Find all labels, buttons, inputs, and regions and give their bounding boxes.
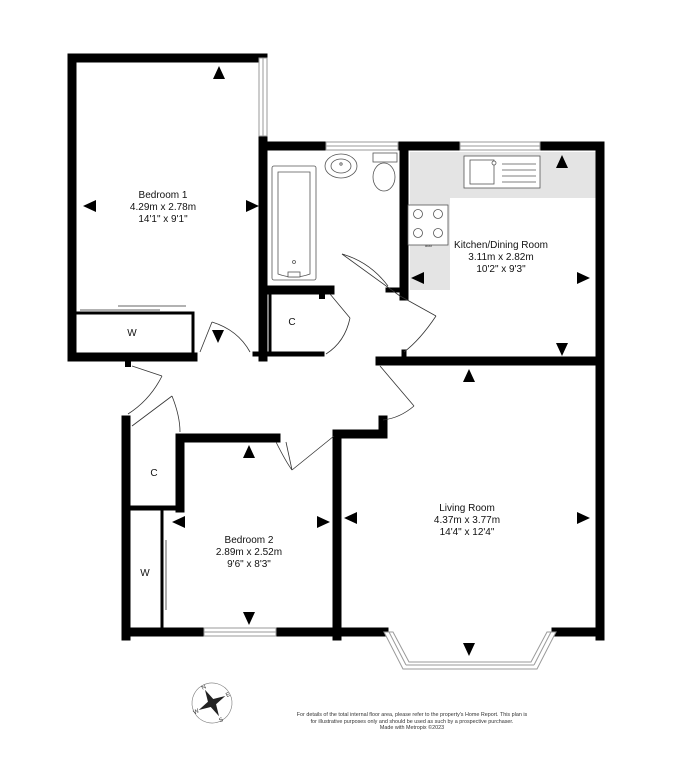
bathroom-fixtures [271, 152, 398, 281]
marker-kitchen-top [556, 155, 568, 168]
marker-living-left [344, 512, 357, 524]
cupboard-label-lower: C [150, 468, 157, 479]
room-metric: 3.11m x 2.82m [468, 252, 533, 263]
kitchen-floor-area [410, 152, 596, 290]
toilet-bowl [372, 162, 396, 192]
marker-living-top [463, 369, 475, 382]
room-name: Living Room [439, 503, 495, 514]
windows [203, 57, 557, 670]
marker-bedroom2-left [172, 516, 185, 528]
marker-living-right [577, 512, 590, 524]
hob-controls-label: ooo [425, 243, 432, 248]
disclaimer-line-1: For details of the total internal floor … [296, 712, 528, 718]
marker-bedroom1-left [83, 200, 96, 212]
room-imperial: 14'4" x 12'4" [440, 527, 495, 538]
room-metric: 4.37m x 3.77m [434, 515, 500, 526]
wardrobe-label-bedroom1: W [127, 328, 137, 339]
room-imperial: 9'6" x 8'3" [227, 559, 271, 570]
room-name: Kitchen/Dining Room [454, 240, 548, 251]
hob [407, 204, 449, 246]
room-bedroom2: Bedroom 2 2.89m x 2.52m 9'6" x 8'3" [216, 535, 282, 570]
marker-kitchen-bottom [556, 343, 568, 356]
disclaimer-line-3: Made with Metropix ©2023 [379, 725, 445, 732]
room-name: Bedroom 2 [225, 535, 274, 546]
room-living: Living Room 4.37m x 3.77m 14'4" x 12'4" [434, 503, 500, 538]
walls [67, 53, 605, 641]
compass-s: S [218, 717, 224, 724]
room-metric: 2.89m x 2.52m [216, 547, 282, 558]
compass-n: N [201, 684, 208, 691]
marker-bedroom2-bottom [243, 612, 255, 625]
disclaimer-line-2: for illustrative purposes only and shoul… [310, 718, 514, 725]
dimension-markers [83, 66, 590, 656]
kitchen-fixtures [407, 155, 541, 246]
door-swings [80, 253, 437, 610]
marker-bedroom2-top [243, 445, 255, 458]
room-imperial: 14'1" x 9'1" [138, 214, 188, 225]
disclaimer: For details of the total internal floor … [262, 712, 562, 732]
wardrobe-label-bedroom2: W [140, 568, 150, 579]
compass-rose: N E S W [191, 682, 233, 724]
compass-e: E [225, 692, 231, 699]
marker-kitchen-right [577, 272, 590, 284]
room-metric: 4.29m x 2.78m [130, 202, 196, 213]
marker-kitchen-left [411, 272, 424, 284]
room-imperial: 10'2" x 9'3" [476, 264, 526, 275]
marker-living-bottom [463, 643, 475, 656]
marker-bedroom1-right [246, 200, 259, 212]
room-kitchen: Kitchen/Dining Room 3.11m x 2.82m 10'2" … [454, 240, 548, 275]
room-name: Bedroom 1 [139, 190, 188, 201]
toilet-cistern [372, 152, 398, 163]
marker-bedroom2-right [317, 516, 330, 528]
cupboard-label-upper: C [288, 317, 295, 328]
marker-bedroom1-top [213, 66, 225, 79]
room-bedroom1: Bedroom 1 4.29m x 2.78m 14'1" x 9'1" [130, 190, 196, 225]
marker-bedroom1-bottom [212, 330, 224, 343]
compass-w: W [193, 708, 201, 716]
